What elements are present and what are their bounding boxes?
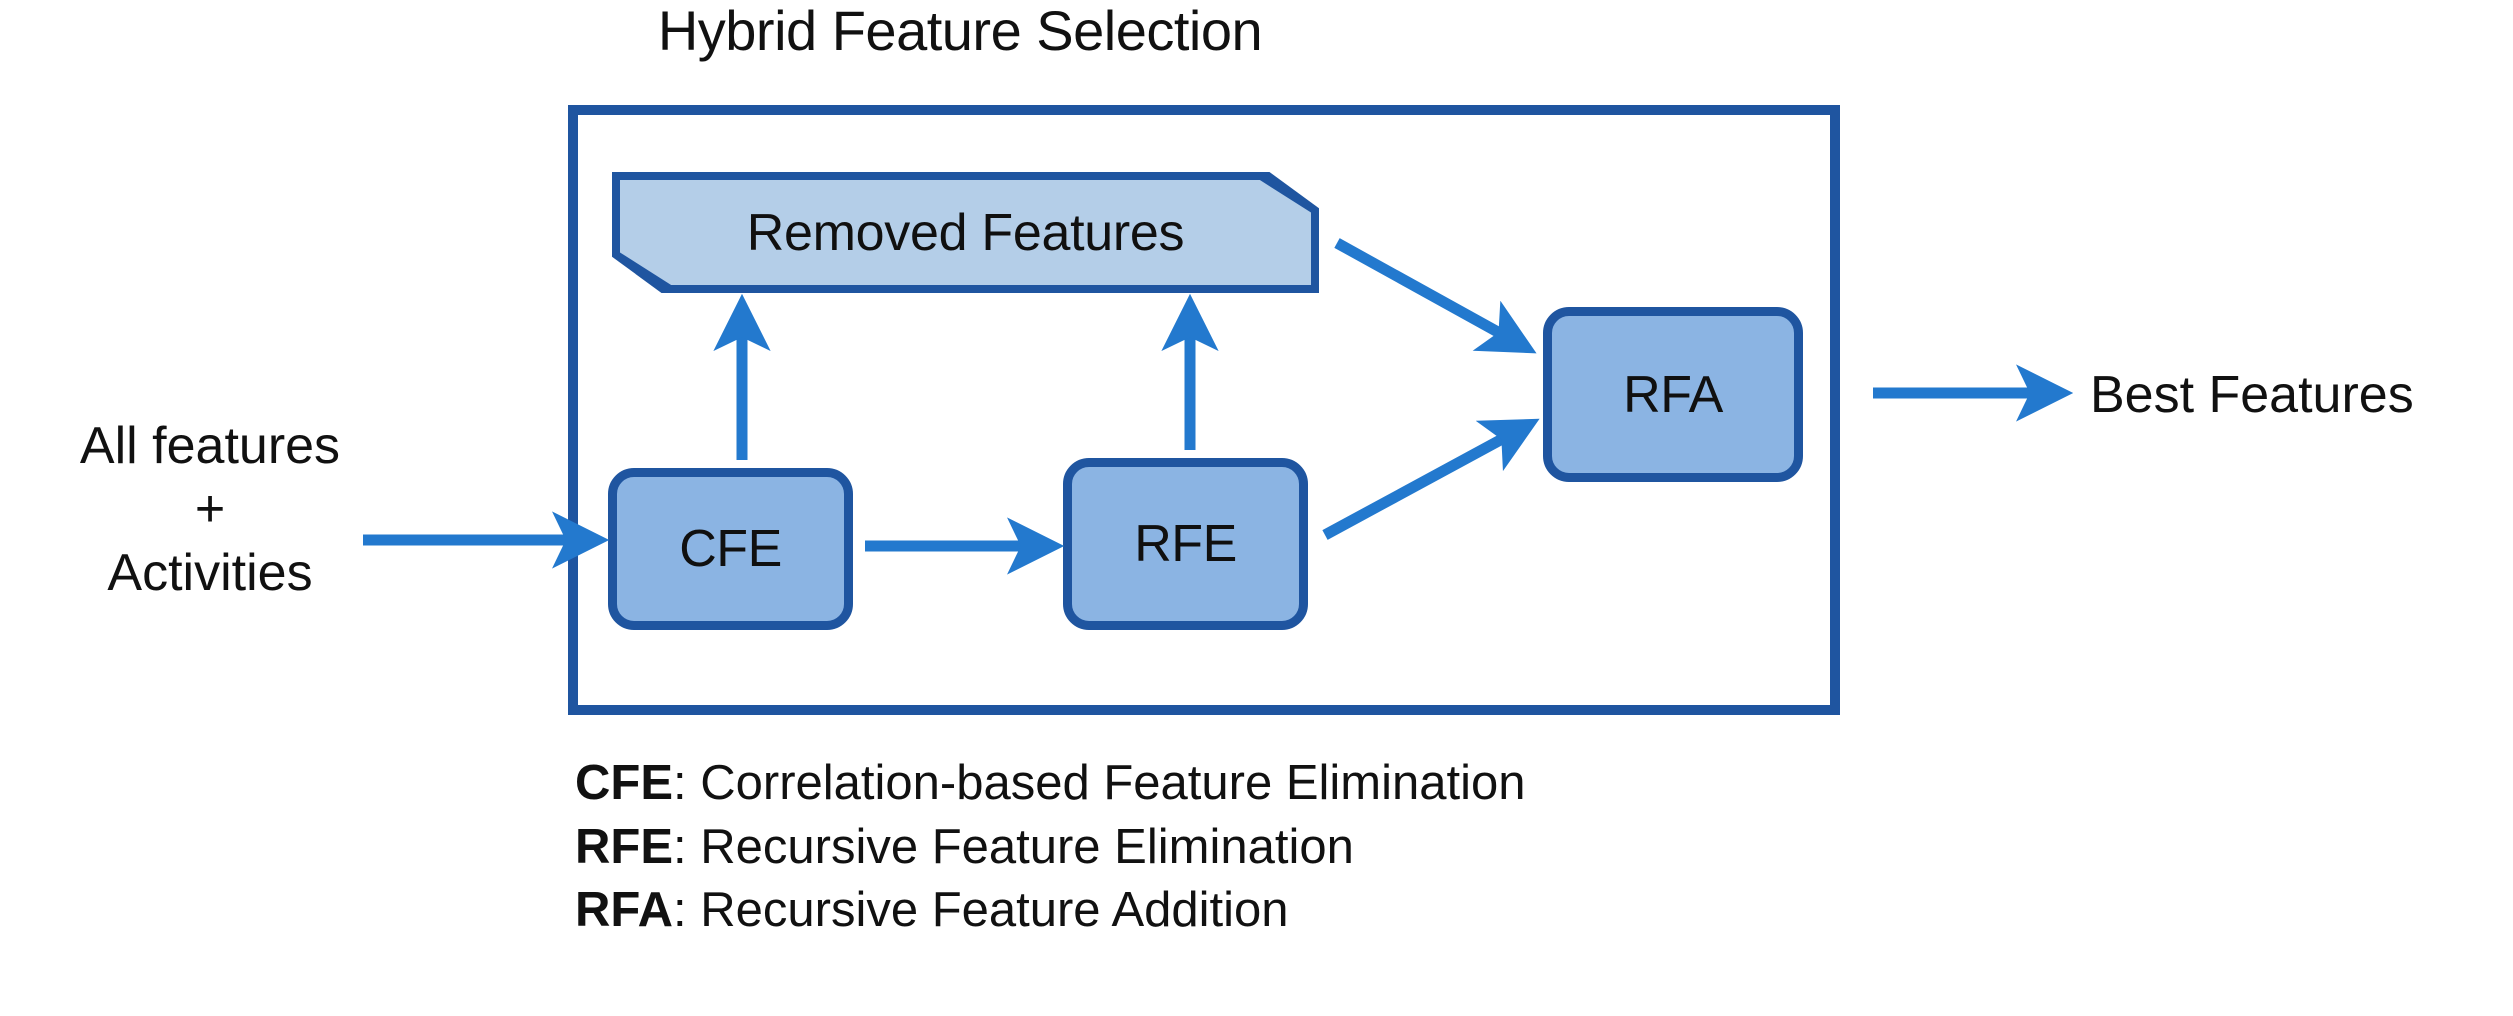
- node-rfe[interactable]: RFE: [1063, 458, 1308, 630]
- legend-row-cfe: CFE: Correlation-based Feature Eliminati…: [575, 752, 1525, 816]
- node-cfe[interactable]: CFE: [608, 468, 853, 630]
- legend-row-rfe: RFE: Recursive Feature Elimination: [575, 816, 1525, 880]
- removed-features-label: Removed Features: [746, 203, 1185, 262]
- legend-abbr-rfa: RFA: [575, 883, 673, 938]
- legend: CFE: Correlation-based Feature Eliminati…: [575, 752, 1525, 943]
- node-removed-features[interactable]: Removed Features: [612, 172, 1319, 293]
- legend-text-cfe: Correlation-based Feature Elimination: [700, 756, 1526, 810]
- node-rfe-label: RFE: [1134, 515, 1237, 573]
- node-rfa[interactable]: RFA: [1543, 307, 1803, 482]
- legend-text-rfe: Recursive Feature Elimination: [700, 819, 1354, 874]
- input-label-line2: Activities: [107, 543, 313, 602]
- legend-abbr-rfe: RFE: [575, 819, 673, 874]
- input-label-line1: All features: [79, 417, 341, 475]
- legend-sep-rfa: :: [673, 883, 701, 938]
- output-label: Best Features: [2090, 366, 2414, 424]
- hybrid-feature-selection-container: [568, 105, 1840, 715]
- legend-sep-rfe: :: [673, 819, 701, 874]
- legend-sep-cfe: :: [673, 756, 701, 810]
- page-title: Hybrid Feature Selection: [657, 0, 1263, 62]
- removed-features-fill-shape: [620, 180, 1311, 285]
- legend-text-rfa: Recursive Feature Addition: [700, 883, 1289, 938]
- input-label-plus: +: [194, 480, 226, 539]
- input-label: All features + Activities: [0, 415, 420, 605]
- legend-row-rfa: RFA: Recursive Feature Addition: [575, 879, 1525, 943]
- node-cfe-label: CFE: [679, 520, 782, 578]
- node-rfa-label: RFA: [1623, 365, 1723, 424]
- legend-abbr-cfe: CFE: [575, 756, 673, 810]
